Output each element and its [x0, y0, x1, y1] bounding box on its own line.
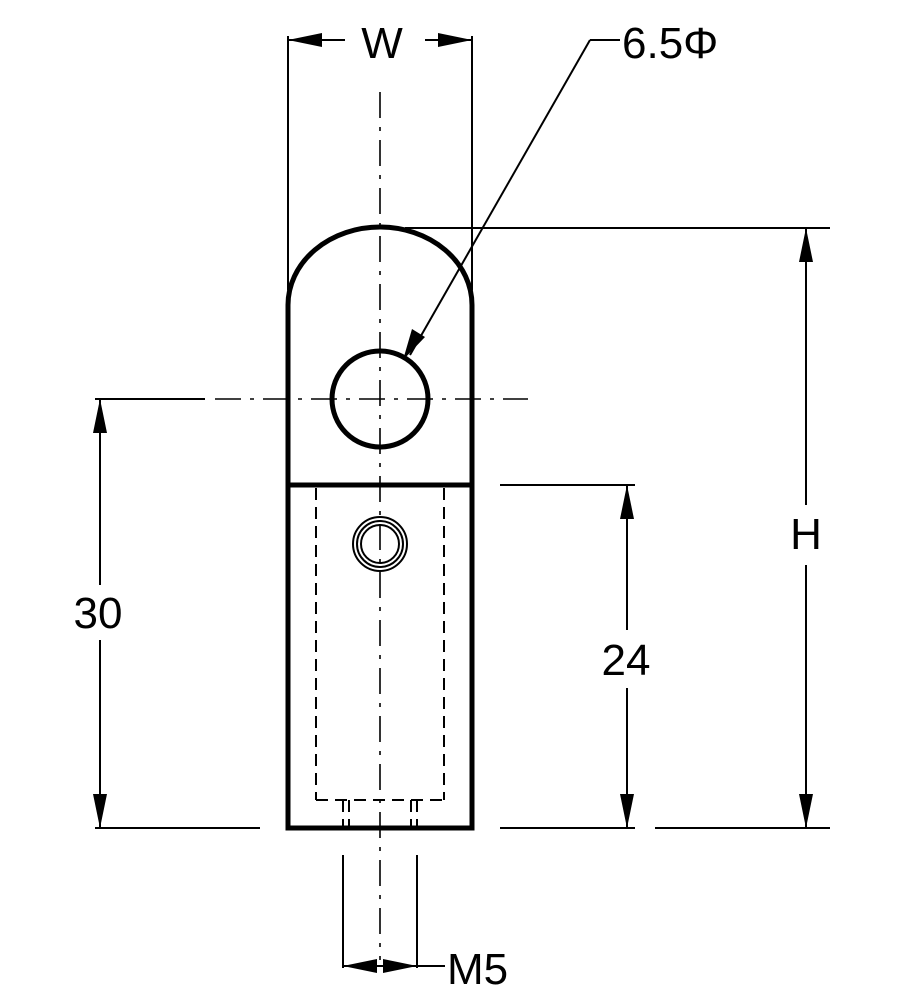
dimension-h: H	[405, 227, 830, 829]
dimension-30: 30	[74, 398, 260, 829]
set-screw-outer	[352, 516, 408, 572]
dimension-24: 24	[500, 484, 651, 829]
dimension-hole: 6.5Φ	[403, 19, 718, 360]
threaded-stud	[342, 855, 418, 968]
hole-diameter-label: 6.5Φ	[622, 19, 718, 68]
thread-label: M5	[447, 945, 508, 994]
dim-24-label: 24	[602, 636, 651, 685]
dimension-m5: M5	[343, 945, 508, 994]
center-lines	[215, 92, 528, 960]
dim-30-label: 30	[74, 589, 123, 638]
part-outline	[285, 224, 475, 831]
width-label: W	[361, 19, 403, 68]
set-screw-mid	[356, 520, 404, 568]
height-label: H	[790, 510, 822, 559]
